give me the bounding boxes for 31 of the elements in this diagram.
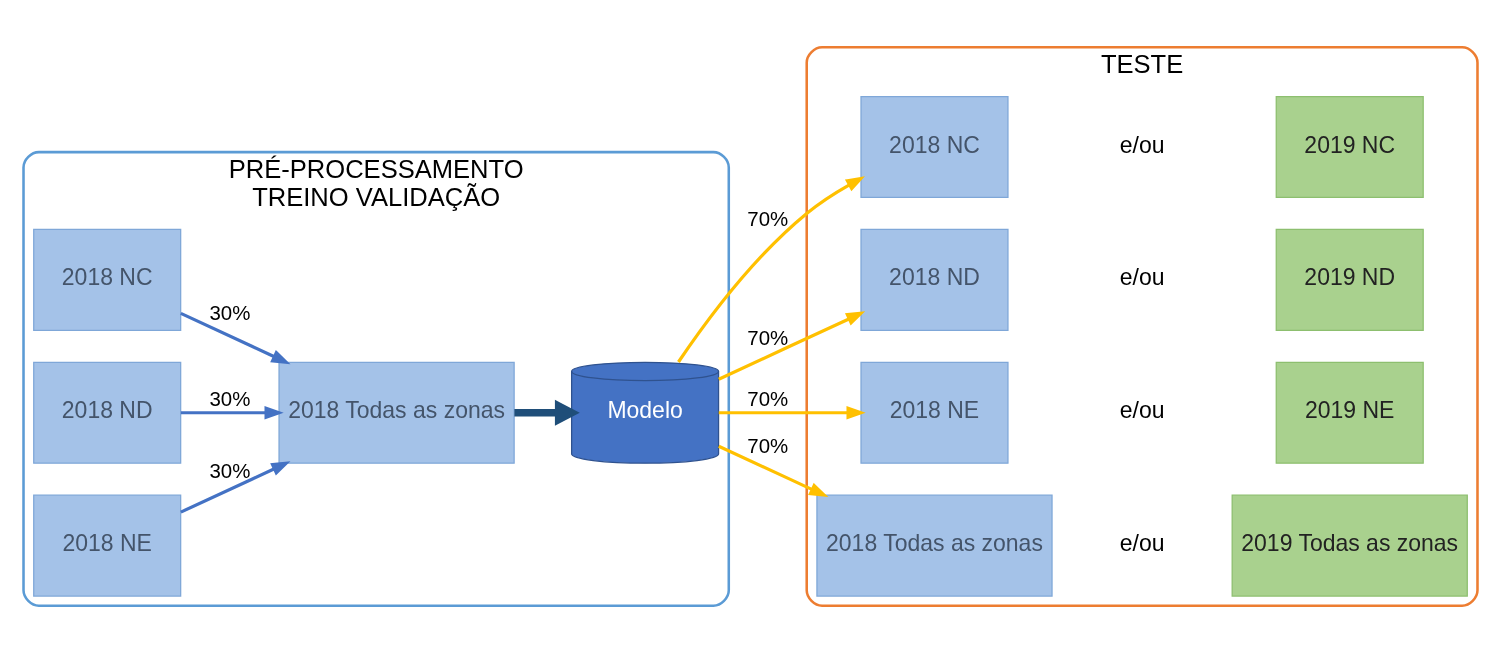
edge-label: 30% [209, 458, 251, 482]
label: e/ou [1119, 264, 1165, 291]
node-box: 2018 ND [33, 361, 182, 464]
node-box: 2018 ND [860, 228, 1009, 331]
node-box: 2018 NE [33, 494, 182, 597]
arrow [718, 311, 866, 381]
edge-label: 30% [209, 301, 251, 325]
node-box: 2019 NE [1275, 361, 1424, 464]
node-box: 2019 Todas as zonas [1231, 494, 1468, 597]
node-box: 2018 NC [33, 228, 182, 331]
node-box: 2018 NC [860, 95, 1009, 199]
node-box: 2019 ND [1275, 228, 1424, 331]
node-box: 2018 Todas as zonas [278, 361, 515, 464]
edge-label: 30% [209, 387, 251, 411]
edge-label: 70% [747, 325, 789, 349]
node-box: 2018 NE [860, 361, 1009, 464]
label: e/ou [1119, 397, 1165, 424]
arrow [718, 444, 829, 498]
label: e/ou [1119, 530, 1165, 557]
node-box: 2018 Todas as zonas [816, 494, 1053, 597]
edge-label: 70% [747, 387, 789, 411]
arrow [180, 461, 291, 514]
edge-label: 70% [747, 434, 789, 458]
edge-label: 70% [747, 206, 789, 230]
arrow [180, 311, 291, 365]
label: e/ou [1119, 131, 1165, 158]
arrow [514, 399, 580, 426]
arrow [677, 176, 865, 363]
arrow [718, 406, 866, 420]
arrow [180, 406, 284, 420]
node-box: 2019 NC [1275, 95, 1424, 199]
